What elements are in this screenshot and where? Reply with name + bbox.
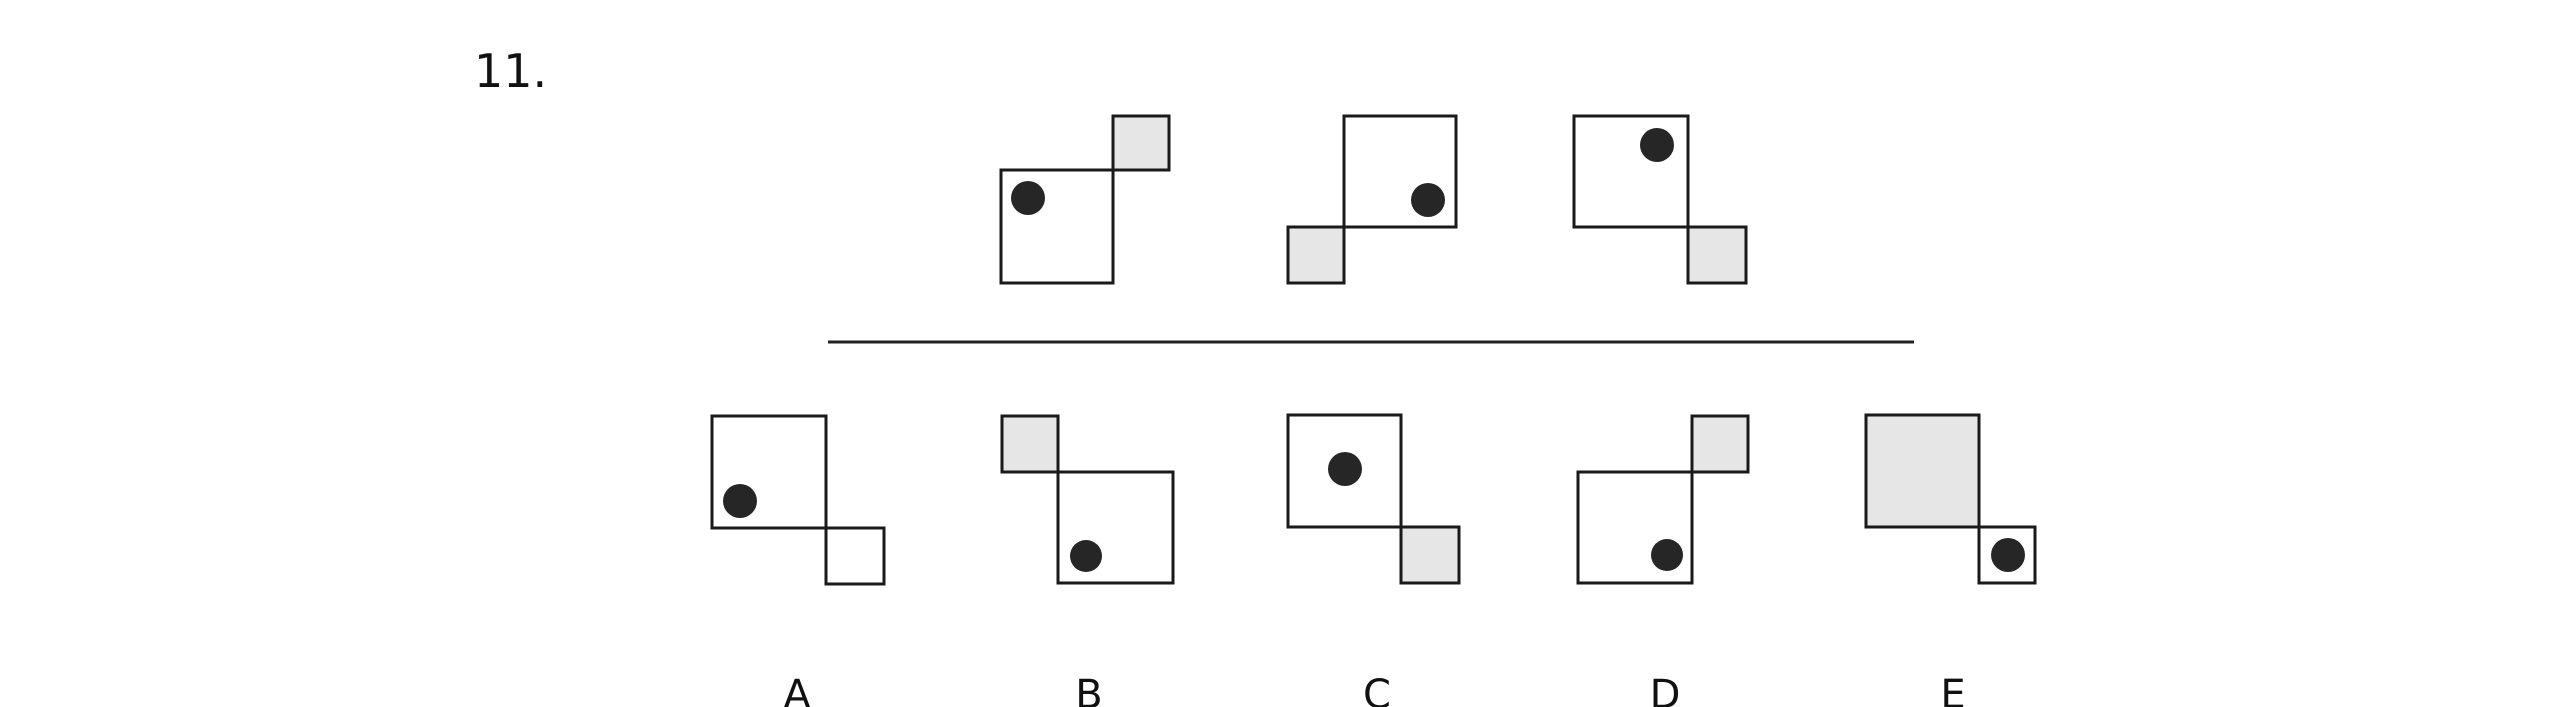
sequence-figure-1 <box>999 114 1171 285</box>
option-e-label[interactable]: E <box>1940 672 1965 707</box>
small-square-shaded <box>1286 225 1346 285</box>
option-e-figure[interactable] <box>1864 413 2037 585</box>
dot <box>1011 181 1045 215</box>
small-square-shaded <box>1686 225 1748 285</box>
dot <box>1328 452 1362 486</box>
dot <box>1411 183 1445 217</box>
large-square <box>999 168 1115 285</box>
option-a-figure[interactable] <box>710 414 886 586</box>
large-square <box>1056 470 1175 585</box>
option-d-label[interactable]: D <box>1650 672 1681 707</box>
option-b-label[interactable]: B <box>1075 672 1102 707</box>
small-square <box>1977 525 2037 585</box>
option-c-figure[interactable] <box>1286 413 1461 585</box>
dot <box>1640 128 1674 162</box>
large-square <box>1286 413 1403 529</box>
small-square <box>824 526 886 586</box>
dot <box>1070 540 1102 572</box>
large-square-shaded <box>1864 413 1981 529</box>
sequence-figure-3 <box>1572 114 1748 285</box>
large-square <box>1342 114 1458 229</box>
large-square <box>1572 114 1690 229</box>
sequence-figure-2 <box>1286 114 1458 285</box>
dot <box>1651 539 1683 571</box>
question-number: 11. <box>474 44 548 98</box>
option-b-figure[interactable] <box>1000 414 1175 585</box>
dot <box>723 484 757 518</box>
large-square <box>1576 470 1694 585</box>
small-square-shaded <box>1399 525 1461 585</box>
small-square-shaded <box>1690 414 1750 474</box>
option-c-label[interactable]: C <box>1363 672 1391 707</box>
dot <box>1991 538 2025 572</box>
option-d-figure[interactable] <box>1576 414 1750 585</box>
small-square-shaded <box>1111 114 1171 172</box>
small-square-shaded <box>1000 414 1060 474</box>
option-a-label[interactable]: A <box>783 672 811 707</box>
large-square <box>710 414 828 530</box>
